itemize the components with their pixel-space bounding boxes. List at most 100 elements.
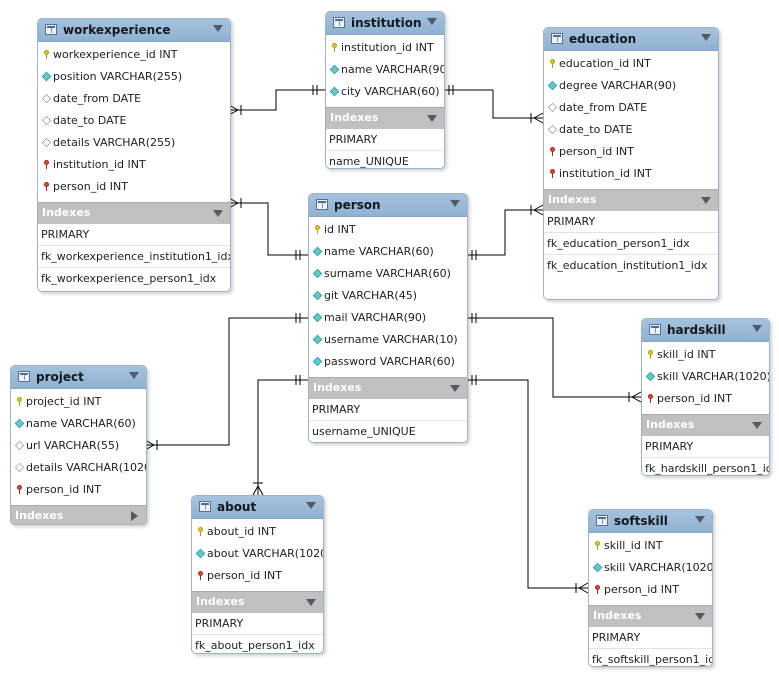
table-education[interactable]: education education_id INT degree VARCHA… <box>543 27 719 300</box>
column-label: password VARCHAR(60) <box>324 355 455 368</box>
table-header[interactable]: softskill <box>589 510 712 533</box>
index-row[interactable]: PRIMARY <box>326 129 444 151</box>
column-row[interactable]: about_id INT <box>192 521 323 543</box>
table-institution[interactable]: institution institution_id INT name VARC… <box>325 11 445 169</box>
column-row[interactable]: date_from DATE <box>544 97 718 119</box>
column-label: skill_id INT <box>604 539 663 552</box>
column-row[interactable]: password VARCHAR(60) <box>309 351 467 373</box>
column-row[interactable]: username VARCHAR(10) <box>309 329 467 351</box>
column-row[interactable]: person_id INT <box>544 141 718 163</box>
collapse-arrow-icon[interactable] <box>213 25 223 32</box>
expand-arrow-icon[interactable] <box>752 422 762 429</box>
table-header[interactable]: workexperience <box>38 19 230 42</box>
column-row[interactable]: name VARCHAR(60) <box>309 241 467 263</box>
column-row[interactable]: institution_id INT <box>38 154 230 176</box>
table-header[interactable]: institution <box>326 12 444 35</box>
column-row[interactable]: url VARCHAR(55) <box>11 435 146 457</box>
index-row[interactable]: PRIMARY <box>544 211 718 233</box>
collapse-arrow-icon[interactable] <box>450 200 460 207</box>
indexes-header[interactable]: Indexes <box>309 377 467 399</box>
column-row[interactable]: workexperience_id INT <box>38 44 230 66</box>
column-row[interactable]: skill VARCHAR(1020) <box>589 557 712 579</box>
column-row[interactable]: git VARCHAR(45) <box>309 285 467 307</box>
table-project[interactable]: project project_id INT name VARCHAR(60) … <box>10 365 147 525</box>
column-row[interactable]: person_id INT <box>38 176 230 198</box>
column-label: institution_id INT <box>53 158 146 171</box>
column-row[interactable]: details VARCHAR(1020) <box>11 457 146 479</box>
table-about[interactable]: about about_id INT about VARCHAR(1020) p… <box>191 495 324 654</box>
index-row[interactable]: PRIMARY <box>38 224 230 246</box>
column-row[interactable]: degree VARCHAR(90) <box>544 75 718 97</box>
expand-arrow-icon[interactable] <box>213 210 223 217</box>
indexes-header[interactable]: Indexes <box>589 605 712 627</box>
column-row[interactable]: person_id INT <box>11 479 146 501</box>
index-row[interactable]: PRIMARY <box>589 627 712 649</box>
index-row[interactable]: PRIMARY <box>309 399 467 421</box>
table-icon <box>199 501 211 512</box>
column-row[interactable]: skill_id INT <box>642 344 769 366</box>
indexes-header[interactable]: Indexes <box>11 505 146 524</box>
column-row[interactable]: skill_id INT <box>589 535 712 557</box>
collapse-arrow-icon[interactable] <box>129 372 139 379</box>
column-row[interactable]: surname VARCHAR(60) <box>309 263 467 285</box>
collapse-arrow-icon[interactable] <box>427 18 437 25</box>
indexes-header[interactable]: Indexes <box>192 591 323 613</box>
column-row[interactable]: person_id INT <box>192 565 323 587</box>
table-header[interactable]: about <box>192 496 323 519</box>
expand-arrow-icon[interactable] <box>695 613 705 620</box>
table-header[interactable]: hardskill <box>642 319 769 342</box>
collapse-arrow-icon[interactable] <box>306 502 316 509</box>
expand-arrow-icon[interactable] <box>306 599 316 606</box>
index-row[interactable]: fk_hardskill_person1_idx <box>645 462 770 475</box>
expand-arrow-icon[interactable] <box>427 115 437 122</box>
table-icon <box>333 17 345 28</box>
column-row[interactable]: institution_id INT <box>326 37 444 59</box>
column-row[interactable]: person_id INT <box>642 388 769 410</box>
column-row[interactable]: details VARCHAR(255) <box>38 132 230 154</box>
table-header[interactable]: project <box>11 366 146 389</box>
table-header[interactable]: person <box>309 194 467 217</box>
index-row[interactable]: PRIMARY <box>192 613 323 635</box>
collapse-arrow-icon[interactable] <box>695 516 705 523</box>
collapse-arrow-icon[interactable] <box>701 34 711 41</box>
index-row[interactable]: fk_workexperience_institution1_idx <box>38 246 230 268</box>
column-row[interactable]: name VARCHAR(60) <box>11 413 146 435</box>
table-hardskill[interactable]: hardskill skill_id INT skill VARCHAR(102… <box>641 318 770 476</box>
collapse-arrow-icon[interactable] <box>752 325 762 332</box>
expand-arrow-icon[interactable] <box>450 385 460 392</box>
index-row[interactable]: fk_about_person1_idx <box>195 639 315 652</box>
index-row[interactable]: fk_softskill_person1_idx <box>592 653 713 666</box>
column-row[interactable]: education_id INT <box>544 53 718 75</box>
expand-arrow-icon[interactable] <box>131 511 138 521</box>
table-person[interactable]: person id INT name VARCHAR(60) surname V… <box>308 193 468 443</box>
index-row[interactable]: fk_workexperience_person1_idx <box>41 272 217 285</box>
table-workexperience[interactable]: workexperience workexperience_id INT pos… <box>37 18 231 292</box>
expand-arrow-icon[interactable] <box>701 197 711 204</box>
column-row[interactable]: skill VARCHAR(1020) <box>642 366 769 388</box>
column-row[interactable]: date_from DATE <box>38 88 230 110</box>
column-row[interactable]: date_to DATE <box>544 119 718 141</box>
column-row[interactable]: about VARCHAR(1020) <box>192 543 323 565</box>
column-row[interactable]: project_id INT <box>11 391 146 413</box>
column-row[interactable]: mail VARCHAR(90) <box>309 307 467 329</box>
table-softskill[interactable]: softskill skill_id INT skill VARCHAR(102… <box>588 509 713 667</box>
index-row[interactable]: PRIMARY <box>642 436 769 458</box>
indexes-header[interactable]: Indexes <box>38 202 230 224</box>
index-row[interactable]: fk_education_institution1_idx <box>547 259 708 272</box>
column-label: mail VARCHAR(90) <box>324 311 427 324</box>
column-row[interactable]: id INT <box>309 219 467 241</box>
table-name: about <box>217 500 257 514</box>
table-header[interactable]: education <box>544 28 718 51</box>
column-row[interactable]: city VARCHAR(60) <box>326 81 444 103</box>
indexes-header[interactable]: Indexes <box>544 189 718 211</box>
column-row[interactable]: position VARCHAR(255) <box>38 66 230 88</box>
column-row[interactable]: institution_id INT <box>544 163 718 185</box>
column-row[interactable]: person_id INT <box>589 579 712 601</box>
indexes-header[interactable]: Indexes <box>642 414 769 436</box>
index-row[interactable]: fk_education_person1_idx <box>544 233 718 255</box>
index-row[interactable]: name_UNIQUE <box>329 155 409 168</box>
indexes-header[interactable]: Indexes <box>326 107 444 129</box>
column-row[interactable]: name VARCHAR(90) <box>326 59 444 81</box>
index-row[interactable]: username_UNIQUE <box>312 425 416 438</box>
column-row[interactable]: date_to DATE <box>38 110 230 132</box>
